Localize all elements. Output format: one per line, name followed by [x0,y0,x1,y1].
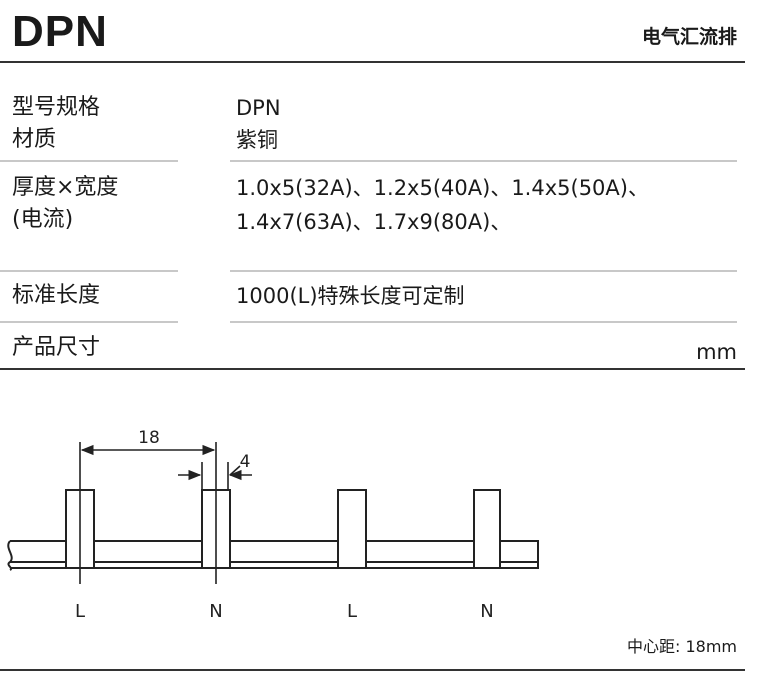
row-divider [230,321,737,323]
thickness-label: 厚度×宽度 [12,175,119,200]
pitch-dim-label: 18 [138,428,160,448]
product-title: DPN [12,7,108,56]
length-label: 标准长度 [12,283,101,308]
thickness-value-line2: 1.4x7(63A)、1.7x9(80A)、 [236,210,512,234]
row-divider [0,321,178,323]
busbar-body [10,540,539,563]
row-divider [0,160,178,162]
center-distance-note: 中心距: 18mm [626,637,737,656]
pin-label-2: N [209,601,222,622]
section-divider [0,368,745,370]
thickness-value-line1: 1.0x5(32A)、1.2x5(40A)、1.4x5(50A)、 [236,176,649,200]
pin-4 [473,489,501,569]
model-label: 型号规格 [12,95,101,120]
row-divider [230,270,737,272]
model-value: DPN [236,96,281,120]
busbar-lower-edge [10,562,539,569]
pin-3 [337,489,367,569]
width-leader [229,465,241,476]
break-line [7,540,13,571]
width-dim-label: 4 [240,452,251,472]
footer-divider [0,669,745,671]
material-value: 紫铜 [236,128,278,152]
row-divider [0,270,178,272]
pin-label-4: N [480,601,493,622]
length-value: 1000(L)特殊长度可定制 [236,284,465,308]
material-label: 材质 [12,127,57,152]
pin-label-1: L [75,601,85,622]
unit-label: mm [696,340,737,364]
size-label: 产品尺寸 [12,335,101,360]
pin-label-3: L [347,601,357,622]
row-divider [230,160,737,162]
header-divider [0,61,745,63]
product-category: 电气汇流排 [641,26,737,48]
current-label: (电流) [12,207,74,232]
